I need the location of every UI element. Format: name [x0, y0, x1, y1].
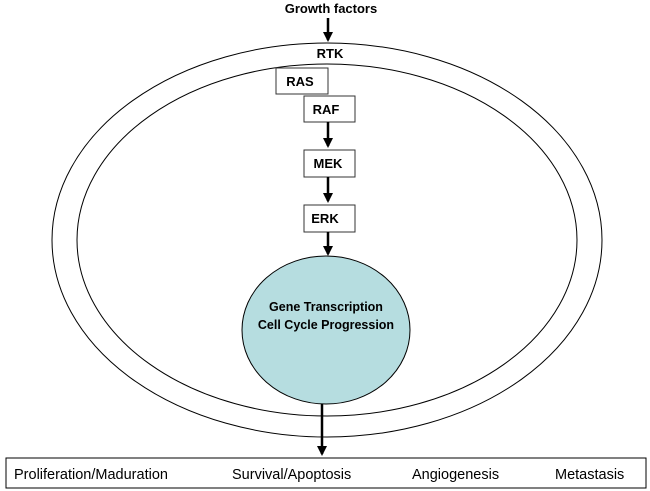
nucleus-line-2: Cell Cycle Progression — [258, 318, 394, 332]
raf-box — [303, 95, 356, 123]
raf-label: RAF — [313, 102, 340, 117]
outcome-proliferation: Proliferation/Maduration — [14, 467, 168, 483]
nucleus-line-1: Gene Transcription — [269, 300, 383, 314]
ras-label: RAS — [286, 74, 314, 89]
erk-box — [303, 204, 356, 233]
outcome-survival: Survival/Apoptosis — [232, 467, 351, 483]
mek-box — [303, 149, 356, 178]
ras-box — [275, 67, 329, 95]
nucleus — [241, 255, 411, 405]
rtk-label: RTK — [317, 46, 344, 61]
outcomes-box — [5, 457, 647, 489]
growth-factors-label: Growth factors — [285, 1, 377, 16]
outcome-angiogenesis: Angiogenesis — [412, 467, 499, 483]
erk-label: ERK — [311, 211, 339, 226]
mek-label: MEK — [314, 156, 344, 171]
outcome-metastasis: Metastasis — [555, 467, 624, 483]
